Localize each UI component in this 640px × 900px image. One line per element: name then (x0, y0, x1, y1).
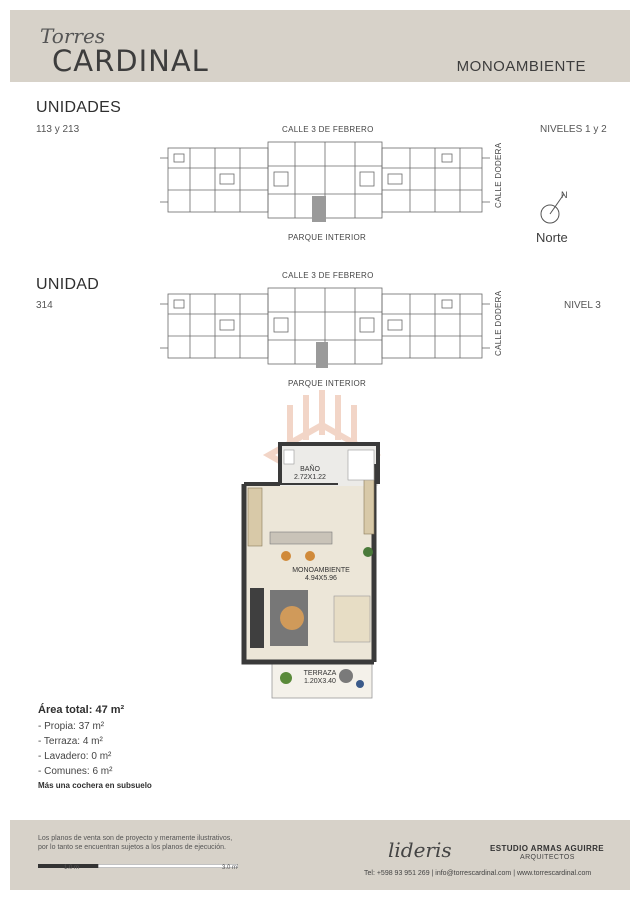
studio-subtitle: ARQUITECTOS (520, 854, 575, 861)
area-line: - Comunes: 6 m² (38, 766, 113, 777)
area-line: - Lavadero: 0 m² (38, 751, 112, 762)
park-label: PARQUE INTERIOR (288, 233, 367, 242)
section-units-numbers: 113 y 213 (36, 124, 80, 135)
header-band: Torres CARDINAL MONOAMBIENTE (10, 10, 630, 82)
section-unit-number: 314 (36, 300, 53, 311)
scale-label-2: 3.0 m (222, 865, 238, 871)
lideris-logo: lideris (388, 838, 452, 862)
section-levels: NIVELES 1 y 2 (540, 124, 607, 135)
building-plan-levels-1-2 (160, 141, 490, 222)
disclaimer: Los planos de venta son de proyecto y me… (38, 835, 233, 851)
park-label-2: PARQUE INTERIOR (288, 379, 367, 388)
brand-title: CARDINAL (52, 44, 209, 78)
room-bath: BAÑO 2.72X1.22 (294, 466, 326, 481)
unit-floor-plan (241, 442, 380, 699)
scale-bar (38, 864, 238, 868)
street-label-top: CALLE 3 DE FEBRERO (282, 125, 374, 134)
studio-name: ESTUDIO ARMAS AGUIRRE (490, 844, 605, 853)
north-label: Norte (536, 230, 568, 245)
compass-icon (540, 193, 565, 224)
area-total: Área total: 47 m² (38, 704, 125, 716)
area-line: - Terraza: 4 m² (38, 736, 103, 747)
street-label-side: CALLE DODERA (494, 142, 503, 208)
building-plan-level-3 (160, 287, 490, 368)
street-label-side-2: CALLE DODERA (494, 290, 503, 356)
footer-band: Los planos de venta son de proyecto y me… (10, 820, 630, 890)
scale-label-1: 1.0 m (64, 865, 80, 871)
brand-script: Torres (40, 24, 106, 48)
unit-type-title: MONOAMBIENTE (456, 58, 586, 75)
compass-letter: N (561, 190, 568, 200)
section-title-units: UNIDADES (36, 99, 122, 116)
contact-line: Tel: +598 93 951 269 | info@torrescardin… (364, 870, 592, 877)
street-label-top-2: CALLE 3 DE FEBRERO (282, 271, 374, 280)
section-level: NIVEL 3 (564, 300, 601, 311)
area-summary: Área total: 47 m² - Propia: 37 m² - Terr… (38, 704, 152, 790)
room-main: MONOAMBIENTE 4.94X5.96 (292, 567, 350, 582)
area-line: - Propia: 37 m² (38, 721, 105, 732)
section-title-unit: UNIDAD (36, 276, 100, 293)
room-terrace: TERRAZA 1.20X3.40 (303, 670, 337, 685)
parking-note: Más una cochera en subsuelo (38, 781, 152, 790)
